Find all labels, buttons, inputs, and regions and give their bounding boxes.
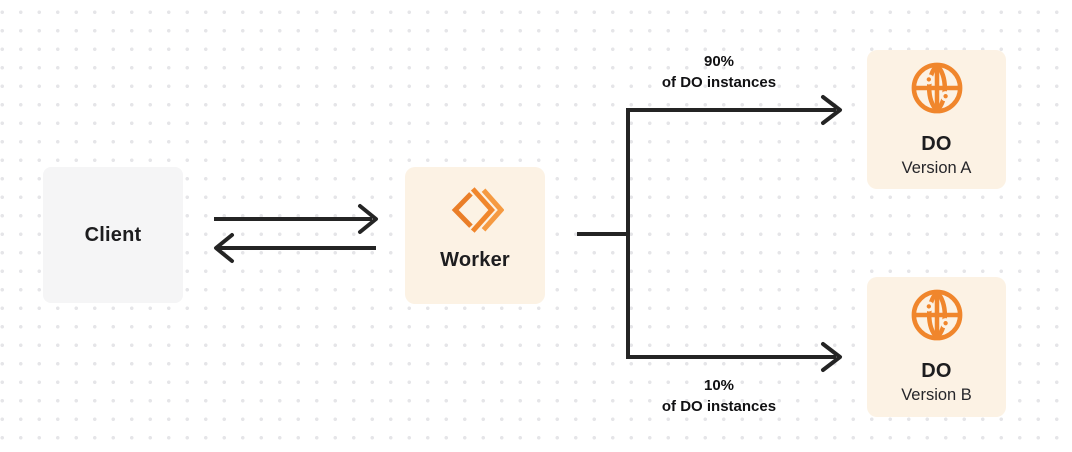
worker-label: Worker bbox=[440, 249, 510, 271]
do-a-subtitle: Version A bbox=[901, 159, 972, 177]
do-b-title: DO bbox=[921, 360, 952, 382]
do-version-a-node: DO Version A bbox=[867, 50, 1006, 189]
client-node: Client bbox=[43, 167, 183, 303]
branch-label-10: 10% of DO instances bbox=[619, 375, 819, 417]
do-b-subtitle: Version B bbox=[901, 386, 972, 404]
branch-caption: of DO instances bbox=[661, 74, 777, 91]
worker-node: Worker bbox=[405, 167, 545, 304]
do-a-title: DO bbox=[921, 133, 952, 155]
worker-branch-arrows bbox=[577, 95, 842, 372]
branch-label-90: 90% of DO instances bbox=[619, 51, 819, 93]
durable-object-globe-icon bbox=[908, 59, 966, 117]
worker-to-client-arrow bbox=[214, 233, 376, 263]
branch-percent: 10% bbox=[703, 377, 735, 394]
branch-caption: of DO instances bbox=[661, 398, 777, 415]
client-to-worker-arrow bbox=[214, 204, 378, 234]
durable-object-globe-icon bbox=[908, 286, 966, 344]
do-version-b-node: DO Version B bbox=[867, 277, 1006, 417]
client-label: Client bbox=[84, 223, 142, 246]
branch-percent: 90% bbox=[703, 53, 735, 70]
workers-icon bbox=[446, 183, 505, 237]
